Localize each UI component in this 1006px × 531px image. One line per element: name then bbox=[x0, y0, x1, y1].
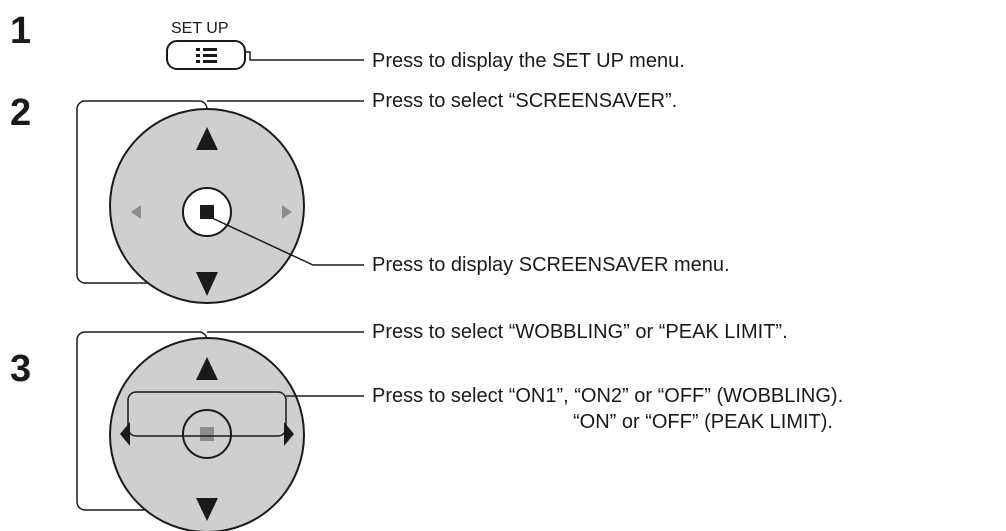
menu-icon bbox=[196, 48, 217, 63]
enter-icon bbox=[200, 427, 214, 441]
bracket-step3-leftright bbox=[127, 391, 287, 437]
dial-step2 bbox=[76, 100, 305, 304]
leader-line-step1 bbox=[245, 51, 364, 61]
step-number-1: 1 bbox=[10, 10, 32, 52]
down-arrow-icon[interactable] bbox=[196, 272, 218, 296]
leader-line-step2-enter bbox=[211, 217, 364, 266]
left-arrow-icon bbox=[131, 205, 141, 219]
instruction-step2-select: Press to select “SCREENSAVER”. bbox=[372, 90, 678, 112]
enter-button[interactable] bbox=[182, 409, 232, 459]
instruction-step3-value: Press to select “ON1”, “ON2” or “OFF” (W… bbox=[372, 385, 844, 407]
up-arrow-icon[interactable] bbox=[196, 357, 218, 380]
instruction-step3-select: Press to select “WOBBLING” or “PEAK LIMI… bbox=[372, 321, 788, 343]
instruction-step1: Press to display the SET UP menu. bbox=[372, 50, 685, 72]
step-number-3: 3 bbox=[10, 348, 32, 390]
instruction-step3-value-cont: “ON” or “OFF” (PEAK LIMIT). bbox=[573, 411, 833, 433]
right-arrow-icon bbox=[282, 205, 292, 219]
enter-button[interactable] bbox=[182, 187, 232, 237]
down-arrow-icon[interactable] bbox=[196, 498, 218, 521]
instruction-step2-enter: Press to display SCREENSAVER menu. bbox=[372, 254, 730, 276]
step-number-2: 2 bbox=[10, 92, 32, 134]
setup-button-label: SET UP bbox=[171, 20, 229, 37]
dial-step3 bbox=[76, 331, 305, 531]
enter-icon bbox=[200, 205, 214, 219]
setup-button[interactable] bbox=[166, 40, 246, 70]
up-arrow-icon[interactable] bbox=[196, 127, 218, 150]
